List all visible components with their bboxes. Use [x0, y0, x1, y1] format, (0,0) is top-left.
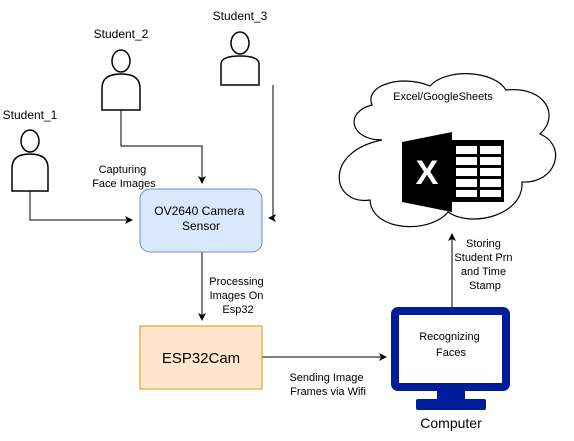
storing-label-line: Student Prn — [454, 252, 512, 264]
excel-letter: X — [416, 154, 439, 192]
camera-sensor-label-line: OV2640 Camera — [154, 204, 244, 218]
student-2-actor: Student_2 — [94, 27, 149, 111]
edge-student1-to-camera — [29, 191, 133, 224]
student-1-actor: Student_1 — [3, 108, 58, 192]
computer-label: Computer — [420, 415, 482, 431]
computer-screen-text: Recognizing Faces — [419, 331, 483, 359]
person-icon — [220, 31, 260, 86]
student-2-label: Student_2 — [94, 27, 149, 41]
edge-student3-to-camera — [268, 85, 276, 222]
person-icon — [101, 49, 141, 111]
computer-node: Recognizing Faces Computer — [391, 307, 510, 431]
sending-label: Sending Image Frames via Wifi — [289, 372, 366, 398]
computer-screen-text-line: Recognizing — [419, 331, 480, 343]
person-icon — [11, 129, 49, 192]
sending-label-line: Frames via Wifi — [290, 386, 366, 398]
connectors — [29, 85, 456, 361]
monitor-icon — [391, 307, 510, 410]
processing-label: Processing Images On Esp32 — [209, 276, 266, 316]
computer-screen-text-line: Faces — [436, 347, 466, 359]
cloud-node: Excel/GoogleSheets X — [338, 73, 557, 228]
student-3-label: Student_3 — [213, 9, 268, 23]
storing-label-line: and Time — [461, 266, 506, 278]
esp32cam-node: ESP32Cam — [139, 325, 263, 390]
capturing-label-line: Capturing — [99, 164, 147, 176]
processing-label-line: Esp32 — [222, 304, 253, 316]
sending-label-line: Sending Image — [289, 372, 363, 384]
cloud-label: Excel/GoogleSheets — [393, 91, 493, 103]
storing-label-line: Stamp — [469, 280, 501, 292]
capturing-label-line: Face Images — [92, 178, 156, 190]
camera-sensor-label-line: Sensor — [182, 219, 220, 233]
camera-sensor-label: OV2640 Camera Sensor — [154, 204, 247, 233]
esp32cam-label: ESP32Cam — [162, 350, 240, 367]
capturing-label: Capturing Face Images — [92, 164, 156, 190]
edge-student2-to-camera — [120, 110, 206, 184]
student-3-actor: Student_3 — [213, 9, 268, 86]
storing-label-line: Storing — [466, 238, 501, 250]
excel-icon: X — [402, 132, 504, 212]
processing-label-line: Processing — [209, 276, 263, 288]
student-1-label: Student_1 — [3, 108, 58, 122]
processing-label-line: Images On — [210, 290, 264, 302]
camera-sensor-node: OV2640 Camera Sensor — [139, 188, 263, 253]
storing-label: Storing Student Prn and Time Stamp — [454, 238, 515, 292]
